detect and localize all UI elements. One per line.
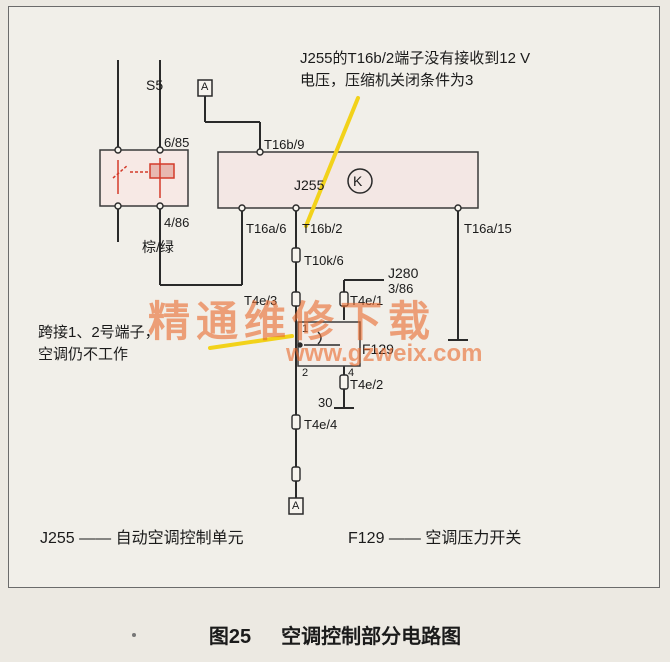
top-annotation-line2: 电压，压缩机关闭条件为3 [300, 72, 474, 89]
diagram-frame [8, 6, 660, 588]
label-f129: F129 [362, 341, 394, 357]
label-t10k-6: T10k/6 [304, 253, 344, 268]
label-pin-1: 1 [302, 323, 309, 335]
caption-dot [132, 633, 136, 637]
label-t16b-9: T16b/9 [264, 137, 305, 152]
relay-internals [112, 158, 175, 198]
label-30: 30 [318, 395, 333, 410]
label-6-85: 6/85 [164, 135, 190, 150]
label-j255: J255 [294, 177, 325, 193]
figure-number: 图25 [208, 626, 252, 648]
k-symbol-circle [347, 168, 373, 194]
label-j280: J280 [388, 265, 419, 281]
f129-box [297, 321, 361, 367]
label-s5: S5 [146, 77, 164, 93]
label-a-bottom: A [292, 500, 300, 512]
left-annotation-line1: 跨接1、2号端子， [38, 324, 160, 341]
label-t16a-6: T16a/6 [246, 221, 287, 236]
label-wire-color: 棕/绿 [142, 239, 174, 255]
label-t16a-15: T16a/15 [464, 221, 512, 236]
legend-f129: F129 —— 空调压力开关 [348, 530, 522, 547]
label-pin-2: 2 [302, 367, 309, 379]
label-t4e-3: T4e/3 [244, 293, 278, 308]
legend-j255: J255 —— 自动空调控制单元 [40, 530, 244, 547]
label-3-86: 3/86 [388, 281, 414, 296]
label-pin-4: 4 [348, 367, 355, 379]
a-connector-top [197, 79, 213, 97]
figure-title: 空调控制部分电路图 [281, 626, 462, 648]
label-4-86: 4/86 [164, 215, 190, 230]
left-annotation-line2: 空调仍不工作 [38, 346, 129, 363]
left-annotation-pointer [208, 334, 294, 350]
label-t4e-2: T4e/2 [350, 377, 384, 392]
top-annotation-line1: J255的T16b/2端子没有接收到12 V [300, 50, 531, 67]
annotation-pointers [208, 96, 360, 350]
label-t16b-2: T16b/2 [302, 221, 343, 236]
figure-caption: 图25 空调控制部分电路图 [0, 620, 670, 649]
a-connector-bottom [288, 497, 304, 515]
watermark-url: www.gzweix.com [286, 340, 483, 367]
top-annotation-pointer [304, 96, 360, 228]
label-t4e-1: T4e/1 [350, 293, 384, 308]
watermark-chinese: 精通维修下载 [148, 297, 437, 346]
label-a-top: A [201, 81, 209, 93]
label-t4e-4: T4e/4 [304, 417, 338, 432]
k-symbol: K [353, 173, 363, 189]
